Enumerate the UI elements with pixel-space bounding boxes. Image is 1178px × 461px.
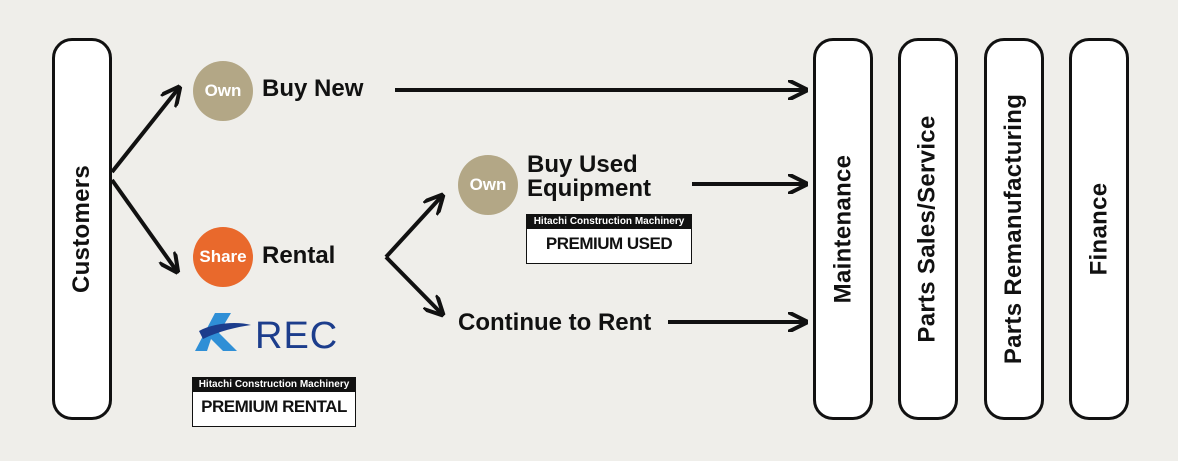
premium-used-name: PREMIUM USED (545, 234, 673, 253)
premium-used-brand: Hitachi Construction Machinery (527, 215, 691, 229)
rental-label: Rental (262, 242, 336, 269)
finance-column: Finance (1069, 38, 1129, 420)
premium-rental-name: PREMIUM RENTAL (201, 397, 347, 416)
buy-new-own-badge: Own (193, 61, 253, 121)
maintenance-column: Maintenance (813, 38, 873, 420)
rec-logo: REC (195, 313, 338, 355)
rec-logo-text: REC (255, 315, 338, 355)
buy-used-label: Buy Used Equipment (527, 153, 651, 201)
arrow-customers-to-buy-new (110, 89, 178, 174)
arrow-rental-to-buy-used (384, 197, 441, 259)
rec-logo-swoosh (199, 323, 251, 339)
customers-column: Customers (52, 38, 112, 420)
premium-rental-brand: Hitachi Construction Machinery (193, 378, 355, 392)
premium-rental-tag: Hitachi Construction Machinery PREMIUM R… (192, 377, 356, 427)
parts-sales-service-label: Parts Sales/Service (914, 115, 942, 343)
finance-label: Finance (1085, 182, 1113, 276)
maintenance-label: Maintenance (829, 154, 857, 304)
continue-to-rent-label: Continue to Rent (458, 309, 652, 336)
buy-used-label-line1: Buy Used (527, 151, 638, 178)
premium-used-tag: Hitachi Construction Machinery PREMIUM U… (526, 214, 692, 264)
buy-used-label-line2: Equipment (527, 175, 651, 202)
parts-remanufacturing-column: Parts Remanufacturing (984, 38, 1044, 420)
arrow-rental-to-continue-rent (384, 255, 441, 313)
rental-share-badge: Share (193, 227, 253, 287)
customers-label: Customers (68, 164, 96, 294)
buy-used-own-badge: Own (458, 155, 518, 215)
arrow-customers-to-rental (110, 178, 176, 270)
parts-sales-service-column: Parts Sales/Service (898, 38, 958, 420)
buy-new-label: Buy New (262, 75, 364, 102)
parts-remanufacturing-label: Parts Remanufacturing (1000, 93, 1028, 365)
